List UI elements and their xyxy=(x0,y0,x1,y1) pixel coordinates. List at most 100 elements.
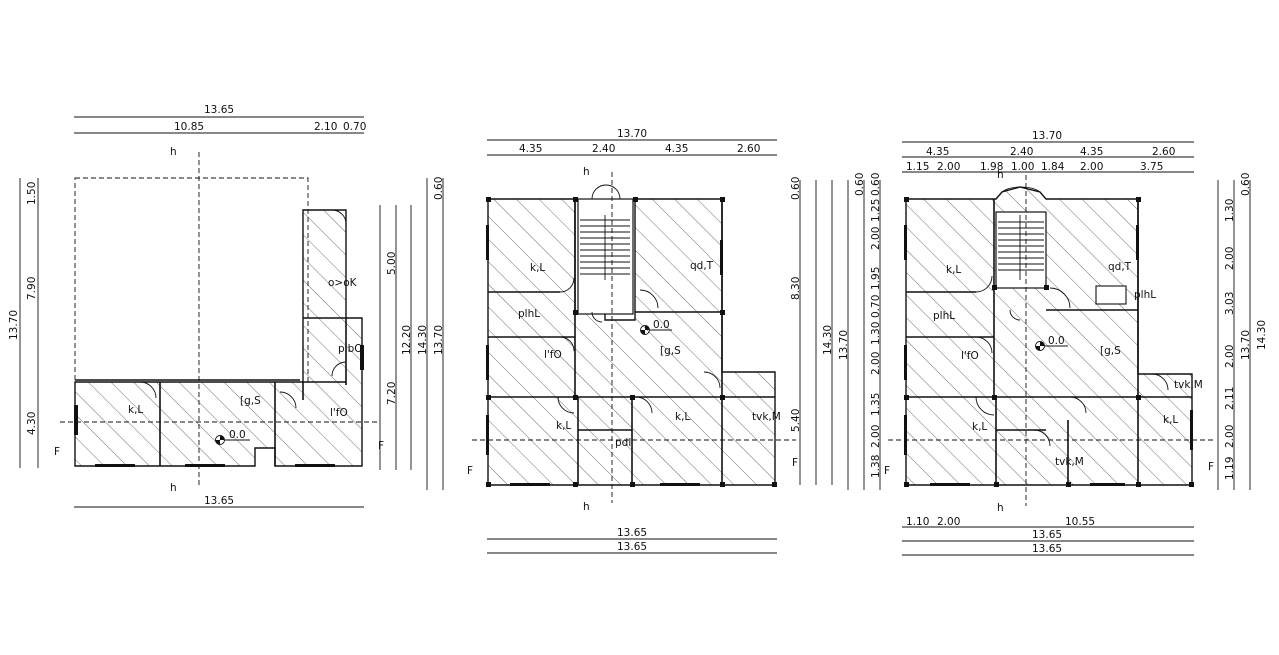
stairs xyxy=(998,215,1044,280)
dim-label: 13.65 xyxy=(617,541,647,553)
dim-label: 4.35 xyxy=(926,146,949,158)
dim-label: 13.70 xyxy=(838,330,850,360)
plan-3: 13.70 4.35 2.40 4.35 2.60 1.15 2.00 1.98… xyxy=(838,130,1268,556)
dim-label: 13.65 xyxy=(204,104,234,116)
dim-label: 3.75 xyxy=(1140,161,1163,173)
room-label: l'fO xyxy=(961,350,979,362)
dim-label: 13.65 xyxy=(1032,543,1062,555)
dim-label: 0.60 xyxy=(790,177,802,200)
plan-1: 13.65 10.85 2.10 0.70 13.70 1.50 7.90 4.… xyxy=(8,104,445,508)
section-label: h xyxy=(997,169,1004,181)
section-label: F xyxy=(792,457,798,469)
plan-3-left-dimensions: 13.70 0.60 0.60 1.25 2.00 1.95 0.70 1.30… xyxy=(838,173,882,490)
dim-label: 1.30 xyxy=(870,322,882,345)
dim-label: 1.30 xyxy=(1224,199,1236,222)
dim-label: 13.70 xyxy=(617,128,647,140)
room-label: qd,T xyxy=(690,260,714,272)
dim-label: 1.00 xyxy=(1011,161,1034,173)
dim-label: 1.95 xyxy=(870,267,882,290)
dim-label: 4.30 xyxy=(26,412,38,435)
dim-label: 7.20 xyxy=(386,382,398,405)
dim-label: 0.60 xyxy=(433,177,445,200)
stairs xyxy=(580,215,630,280)
room-label: k,L xyxy=(1163,414,1178,426)
dim-label: 13.70 xyxy=(8,310,20,340)
section-label: h xyxy=(170,146,177,158)
dim-label: 7.90 xyxy=(26,277,38,300)
dim-label: 13.65 xyxy=(617,527,647,539)
room-label: tvk,M xyxy=(1055,456,1084,468)
plan-3-hatched-floor xyxy=(905,186,1193,486)
dim-label: 1.35 xyxy=(870,393,882,416)
dim-label: 1.25 xyxy=(870,199,882,222)
dim-label: 2.00 xyxy=(1224,247,1236,270)
dim-label: 0.60 xyxy=(870,173,882,196)
room-label: plhL xyxy=(933,310,955,322)
dim-label: 10.55 xyxy=(1065,516,1095,528)
plan-1-top-dimensions: 13.65 10.85 2.10 0.70 xyxy=(74,104,366,134)
room-label: pdl xyxy=(615,437,631,449)
dim-label: 10.85 xyxy=(174,121,204,133)
section-label: F xyxy=(378,440,384,452)
dim-label: 13.70 xyxy=(1240,330,1252,360)
section-label: h xyxy=(997,502,1004,514)
dim-label: 1.10 xyxy=(906,516,929,528)
dim-label: 2.00 xyxy=(937,161,960,173)
room-label: k,L xyxy=(946,264,961,276)
dim-label: 14.30 xyxy=(417,325,429,355)
dim-label: 0.70 xyxy=(870,295,882,318)
dim-label: 2.11 xyxy=(1224,387,1236,410)
section-label: F xyxy=(54,446,60,458)
room-label: l'fO xyxy=(544,349,562,361)
plan-1-left-dimensions: 13.70 1.50 7.90 4.30 xyxy=(8,178,39,468)
section-label: h xyxy=(170,482,177,494)
dim-label: 3.03 xyxy=(1224,292,1236,315)
dim-label: 1.50 xyxy=(26,182,38,205)
dim-label: 5.40 xyxy=(790,409,802,432)
room-label: tvk,M xyxy=(752,411,781,423)
dim-label: 12.20 xyxy=(401,325,413,355)
dim-label: 13.70 xyxy=(433,325,445,355)
dim-label: 2.60 xyxy=(737,143,760,155)
room-label: k,L xyxy=(972,421,987,433)
room-label: [g,S xyxy=(240,395,261,407)
plan-1-right-dimensions: 5.00 7.20 12.20 14.30 13.70 0.60 xyxy=(379,177,445,490)
dim-label: 2.10 xyxy=(314,121,337,133)
dim-label: 4.35 xyxy=(1080,146,1103,158)
dim-label: 5.00 xyxy=(386,252,398,275)
room-label: k,L xyxy=(675,411,690,423)
dim-label: 2.40 xyxy=(592,143,615,155)
plan-2: 13.70 4.35 2.40 4.35 2.60 0.60 8.30 5.40… xyxy=(467,128,834,554)
dim-label: 2.00 xyxy=(937,516,960,528)
plan-2-right-dimensions: 0.60 8.30 5.40 14.30 xyxy=(790,177,834,485)
room-label: qd,T xyxy=(1108,261,1132,273)
room-label: o>oK xyxy=(328,277,358,289)
dim-label: 2.00 xyxy=(1224,425,1236,448)
room-label: k,L xyxy=(530,262,545,274)
room-label: plhL xyxy=(518,308,540,320)
dim-label: 0.60 xyxy=(1240,173,1252,196)
room-label: l'fO xyxy=(330,407,348,419)
dim-label: 1.19 xyxy=(1224,457,1236,480)
dim-label: 1.84 xyxy=(1041,161,1065,173)
plan-3-right-dimensions: 0.60 1.30 2.00 3.03 2.00 2.11 2.00 1.19 … xyxy=(1217,173,1268,490)
dim-label: 1.38 xyxy=(870,455,882,478)
plan-1-hatched-floor xyxy=(74,209,363,467)
section-label: F xyxy=(884,465,890,477)
section-label: h xyxy=(583,501,590,513)
dim-label: 4.35 xyxy=(665,143,688,155)
dim-label: 2.00 xyxy=(1080,161,1103,173)
dim-label: 4.35 xyxy=(519,143,542,155)
dim-label: 2.40 xyxy=(1010,146,1033,158)
dim-label: 0.60 xyxy=(854,173,866,196)
dim-label: 14.30 xyxy=(822,325,834,355)
section-label: F xyxy=(1208,461,1214,473)
dim-label: 1.15 xyxy=(906,161,929,173)
dim-label: 2.00 xyxy=(870,425,882,448)
room-label: [g,S xyxy=(1100,345,1121,357)
dim-label: 13.65 xyxy=(1032,529,1062,541)
room-label: plhL xyxy=(1134,289,1156,301)
level-marker: 0.0 xyxy=(653,319,670,331)
dim-label: 13.70 xyxy=(1032,130,1062,142)
